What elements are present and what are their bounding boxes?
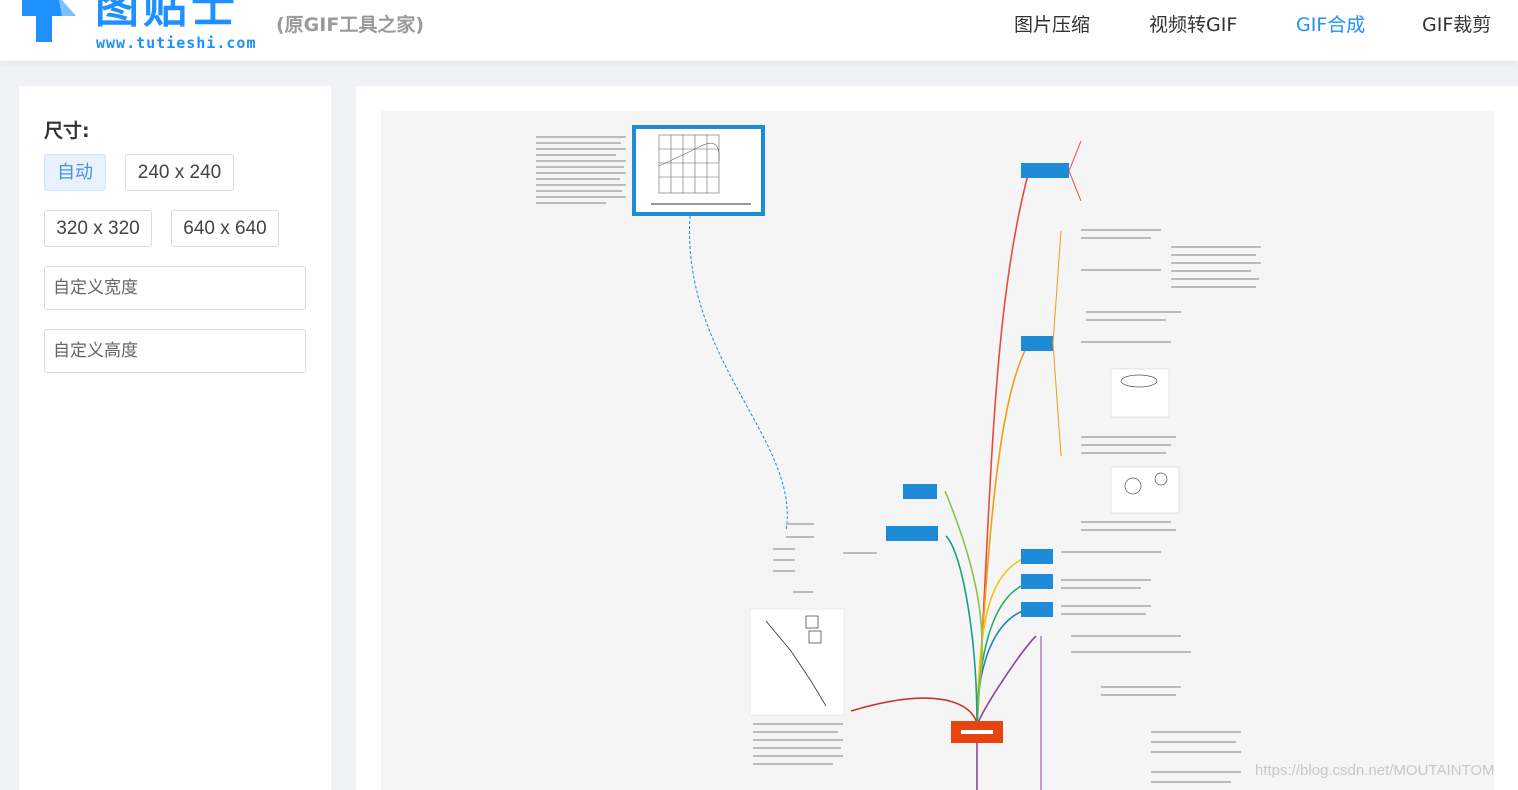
size-640-button[interactable]: 640 x 640 bbox=[171, 210, 279, 247]
watermark-text: https://blog.csdn.net/MOUTAINTOM bbox=[1255, 762, 1495, 779]
nav-gif-compose[interactable]: GIF合成 bbox=[1296, 14, 1366, 36]
nav-image-compress[interactable]: 图片压缩 bbox=[1014, 14, 1091, 36]
size-320-button[interactable]: 320 x 320 bbox=[44, 210, 152, 247]
brand-url: www.tutieshi.com bbox=[96, 34, 257, 52]
brand-subtitle: (原GIF工具之家) bbox=[276, 14, 425, 36]
brand-name: 图贴士 bbox=[95, 0, 239, 33]
size-settings-panel: 尺寸: 自动 240 x 240 320 x 320 640 x 640 bbox=[19, 86, 331, 790]
custom-width-input[interactable] bbox=[44, 266, 306, 310]
custom-height-input[interactable] bbox=[44, 329, 306, 373]
nav-video-to-gif[interactable]: 视频转GIF bbox=[1149, 14, 1238, 36]
mindmap-image bbox=[536, 125, 1261, 790]
gif-preview-canvas bbox=[381, 111, 1494, 790]
size-240-button[interactable]: 240 x 240 bbox=[125, 154, 234, 191]
top-header: 图贴士 www.tutieshi.com (原GIF工具之家) 图片压缩 视频转… bbox=[0, 0, 1518, 61]
logo-icon bbox=[22, 0, 76, 42]
size-auto-button[interactable]: 自动 bbox=[44, 154, 106, 191]
nav-gif-crop[interactable]: GIF裁剪 bbox=[1422, 14, 1492, 36]
size-title: 尺寸: bbox=[44, 120, 90, 142]
